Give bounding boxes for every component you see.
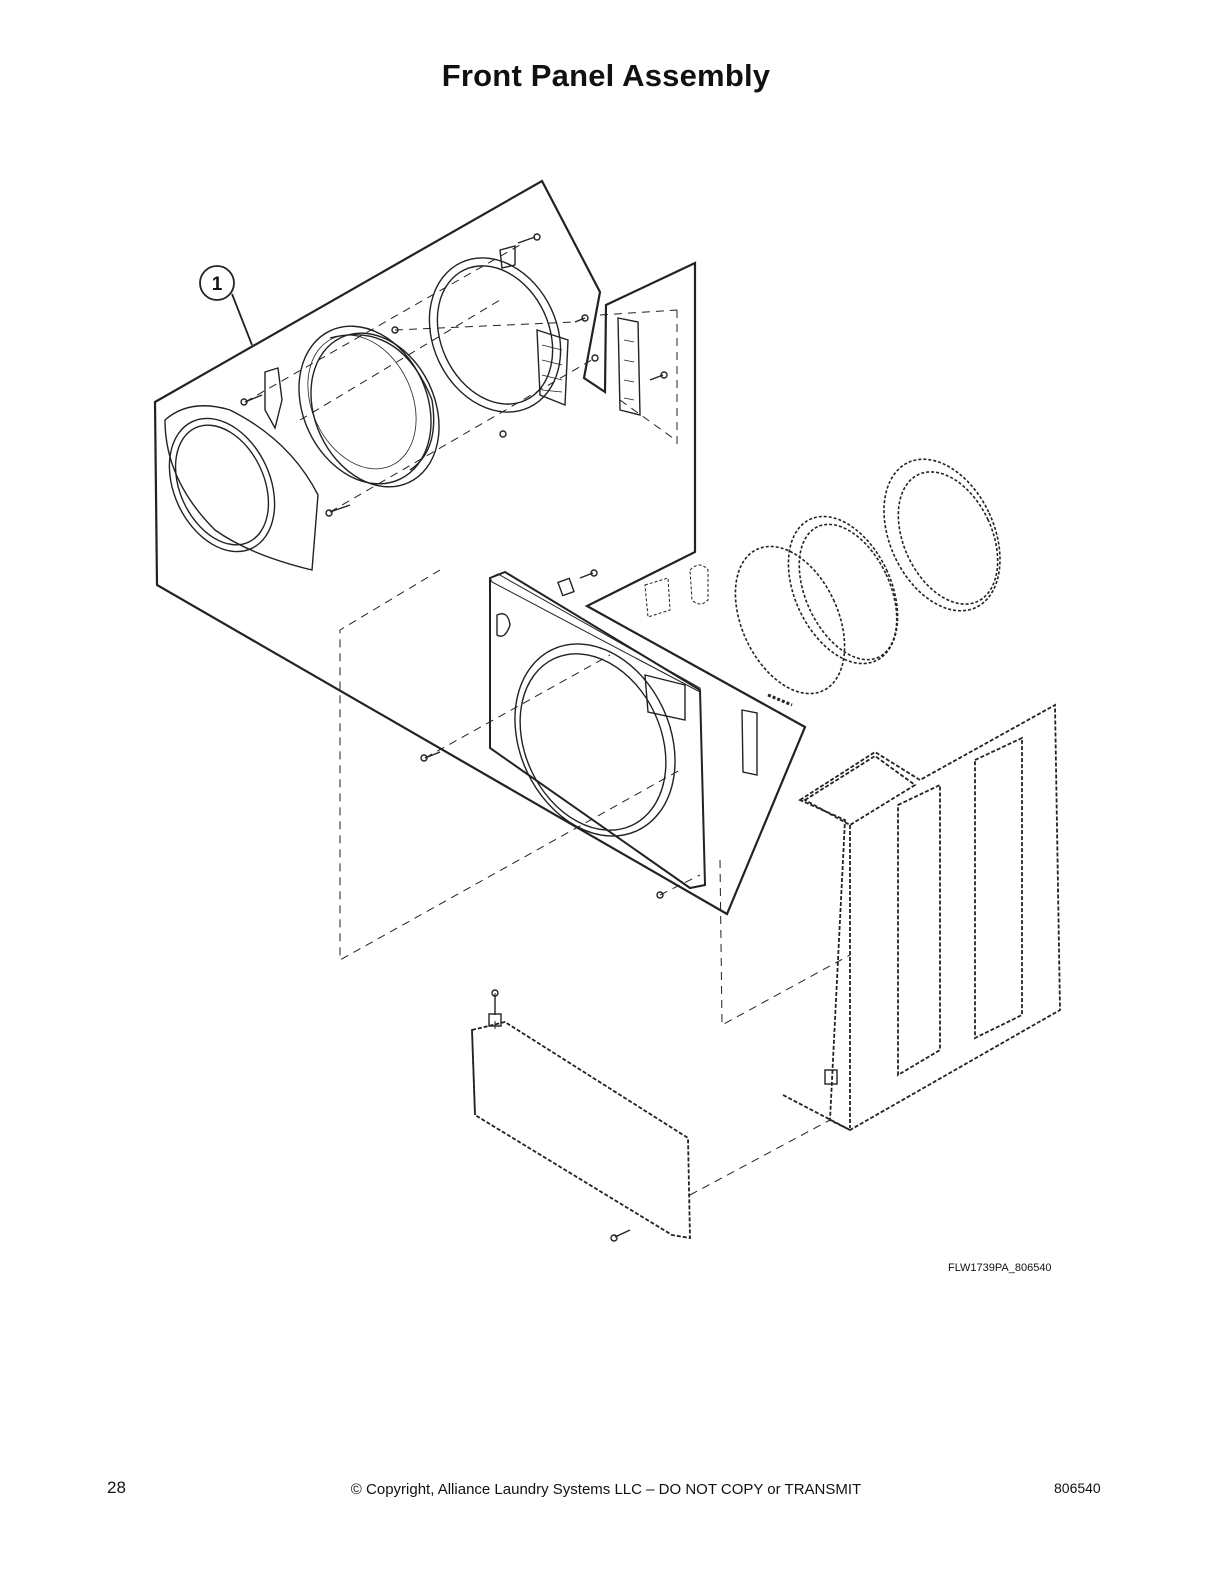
callout-1-label: 1 — [212, 274, 223, 295]
inner-door-ring — [428, 257, 569, 413]
door-lock-parts — [644, 564, 709, 618]
door-hinge — [617, 317, 641, 416]
door-guide-lines — [244, 244, 678, 513]
kick-panel-fasteners — [488, 989, 838, 1242]
kick-panel — [471, 1021, 691, 1240]
cabinet — [782, 703, 1061, 1132]
door-handle-bracket — [264, 367, 283, 430]
door-glass — [298, 325, 440, 488]
document-number: 806540 — [1054, 1480, 1101, 1496]
copyright-notice: © Copyright, Alliance Laundry Systems LL… — [350, 1481, 862, 1498]
page-title: Front Panel Assembly — [441, 58, 771, 93]
callout-1: 1 — [199, 265, 253, 346]
figure-id: FLW1739PA_806540 — [948, 1262, 1052, 1274]
front-panel-fasteners — [420, 569, 664, 899]
front-panel — [489, 570, 707, 890]
page-number: 28 — [107, 1478, 126, 1497]
front-hinge-plate — [741, 709, 758, 776]
panel-guide-lines — [339, 569, 851, 1196]
door-seal-rings — [734, 458, 1001, 707]
door-assembly-outline — [153, 179, 807, 916]
outer-door-panel — [164, 405, 319, 571]
